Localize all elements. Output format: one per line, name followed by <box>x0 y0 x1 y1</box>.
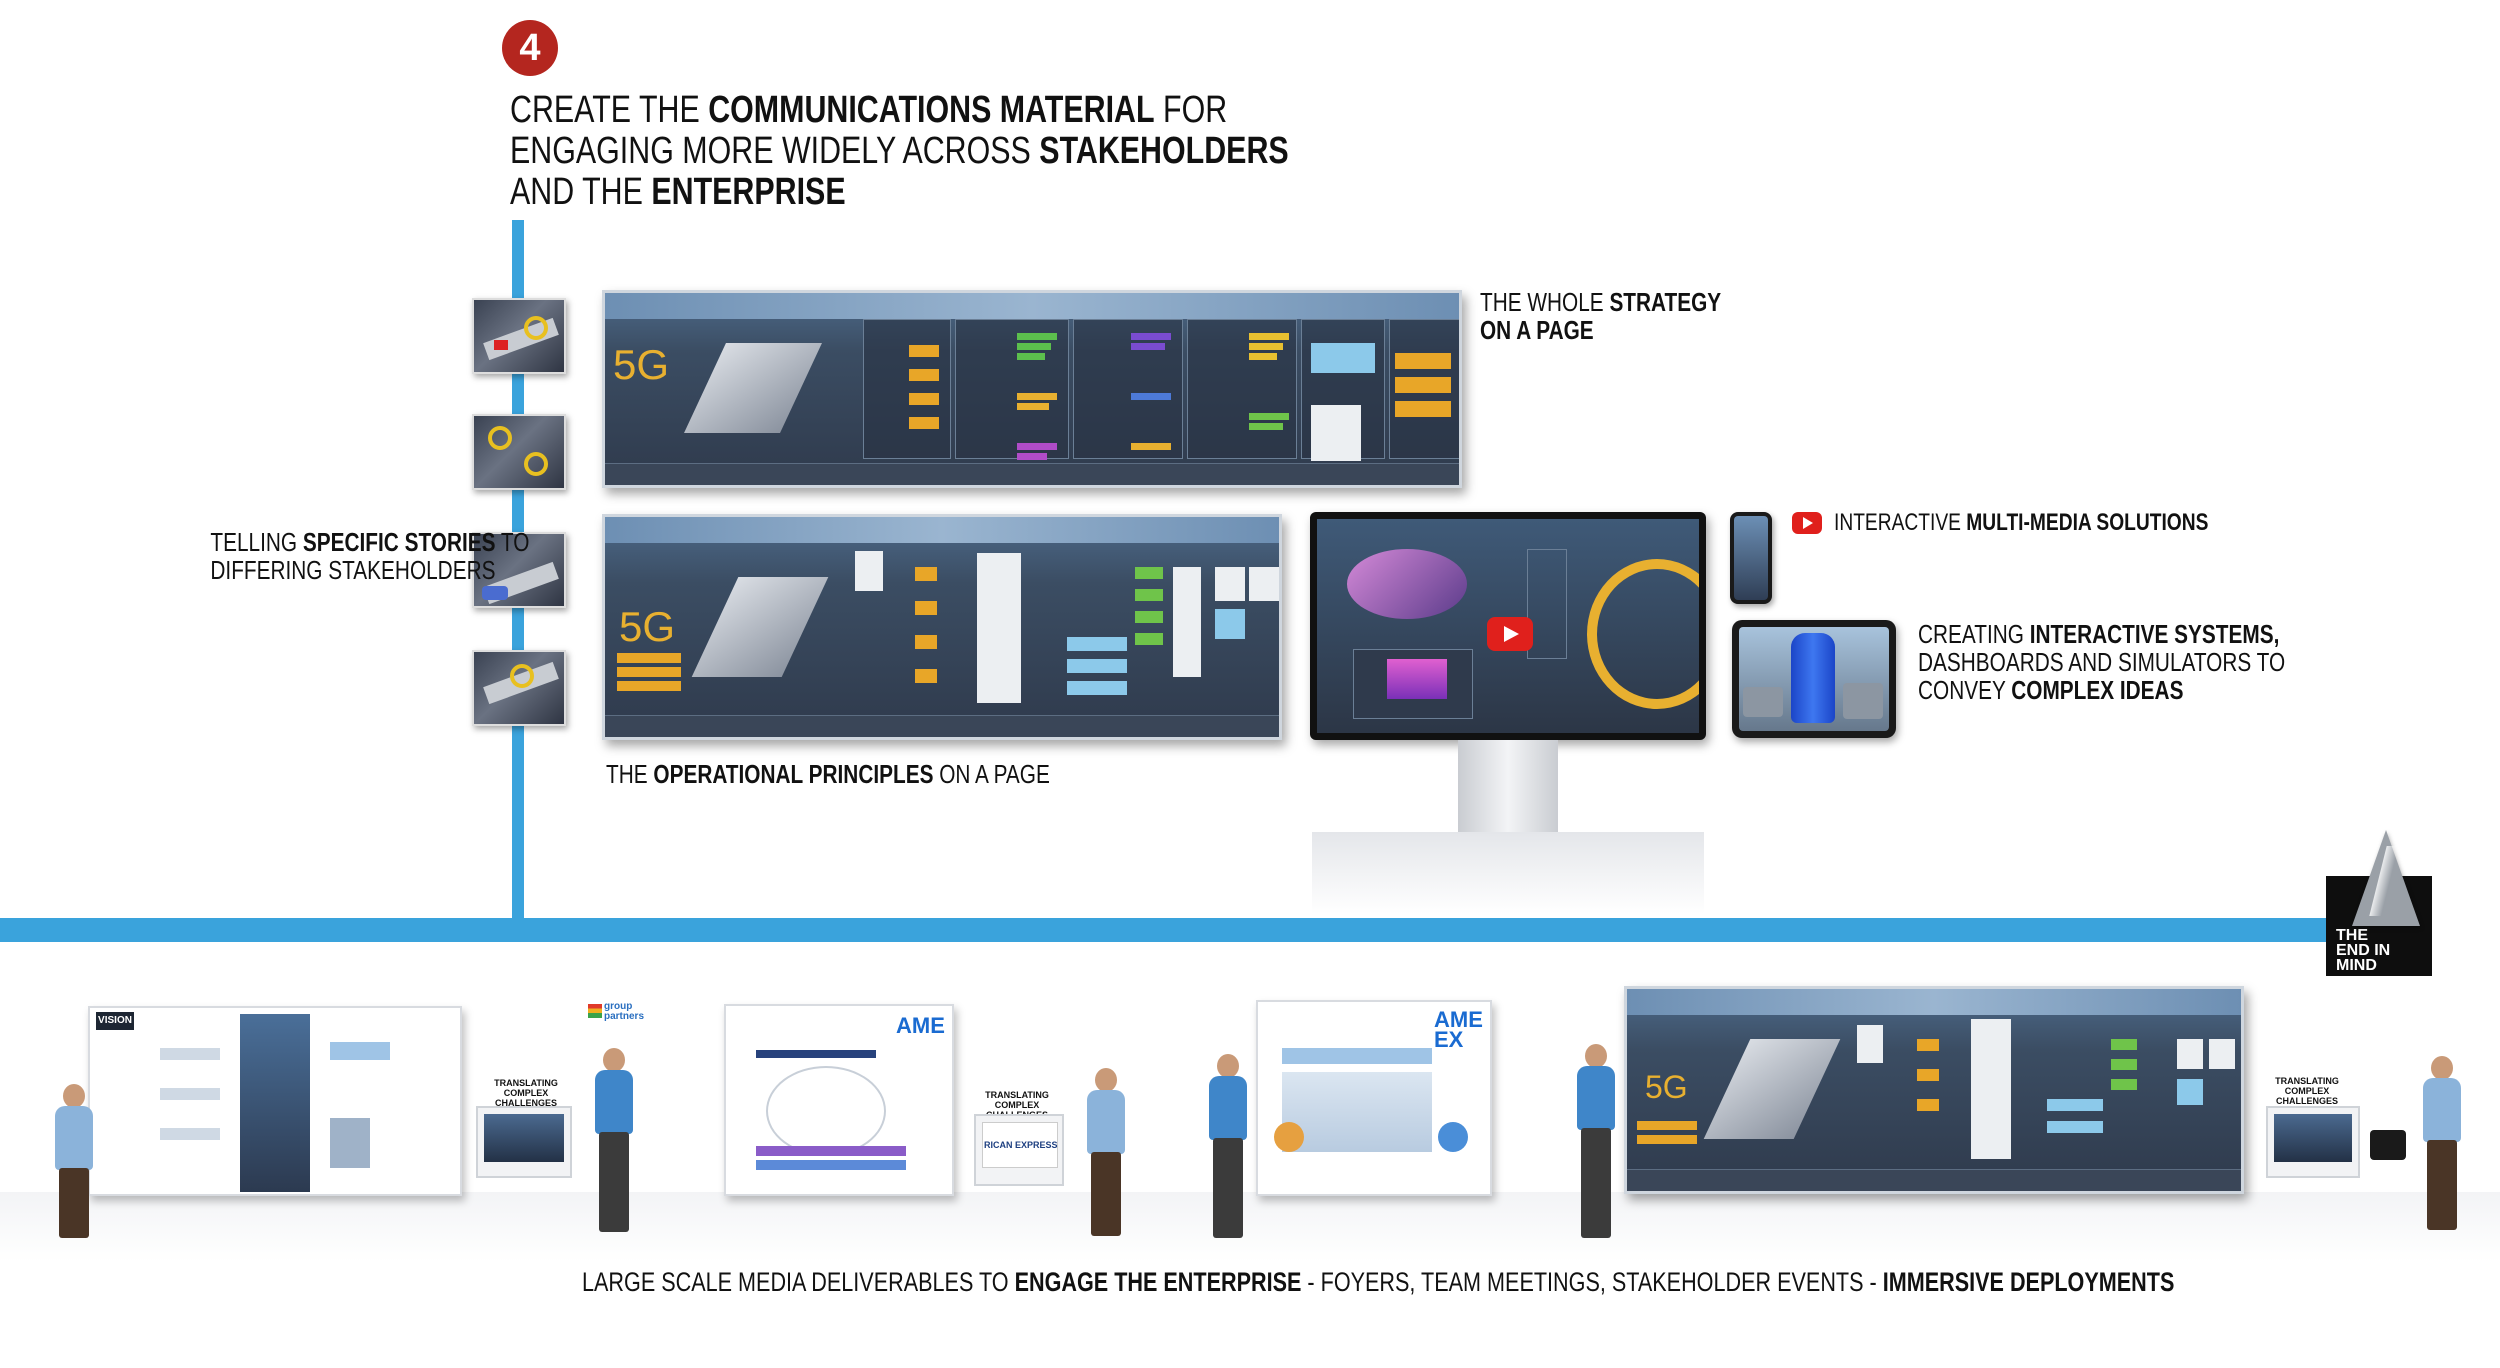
person-standing <box>1208 1054 1248 1244</box>
logo-line3: MIND <box>2336 957 2377 974</box>
footer-caption: LARGE SCALE MEDIA DELIVERABLES TO ENGAGE… <box>582 1267 2500 1297</box>
poster-5g-label: 5G <box>613 341 670 388</box>
monitor-base <box>1312 832 1704 914</box>
story-thumbnail <box>472 298 566 374</box>
stories-caption-b: SPECIFIC STORIES <box>302 527 496 557</box>
systems-caption-line2: DASHBOARDS AND SIMULATORS TO <box>1918 647 2286 678</box>
systems-caption-a: CREATING <box>1918 619 2030 649</box>
person-photographer <box>2422 1056 2462 1236</box>
headline-line1-a: CREATE THE <box>510 89 709 131</box>
footer-c: - FOYERS, TEAM MEETINGS, STAKEHOLDER EVE… <box>1301 1267 1883 1297</box>
headline-line3-b: ENTERPRISE <box>651 171 846 214</box>
group-partners-icon <box>588 1004 602 1018</box>
person-standing <box>594 1048 634 1238</box>
headline-line3-a: AND THE <box>510 171 652 214</box>
footer-b: ENGAGE THE ENTERPRISE <box>1014 1267 1302 1297</box>
step-number-badge: 4 <box>502 20 558 76</box>
story-thumbnail <box>472 414 566 490</box>
operational-caption: THE OPERATIONAL PRINCIPLES ON A PAGE <box>606 760 1161 788</box>
operational-caption-c: ON A PAGE <box>933 759 1050 789</box>
systems-caption-d: COMPLEX IDEAS <box>2011 675 2184 706</box>
strategy-caption-a: THE WHOLE <box>1480 287 1610 317</box>
stories-caption: TELLING SPECIFIC STORIES TO DIFFERING ST… <box>150 527 529 584</box>
person-photographer <box>54 1084 94 1244</box>
amex-band-text: RICAN EXPRESS <box>984 1140 1058 1150</box>
headline: CREATE THE COMMUNICATIONS MATERIAL FOR E… <box>510 89 1289 214</box>
multimedia-caption-a: INTERACTIVE <box>1834 509 1967 536</box>
logo-line1: THE <box>2336 927 2368 944</box>
operational-principles-poster: 5G <box>602 514 1282 740</box>
vision-label: VISION <box>96 1012 134 1030</box>
kiosk-screen <box>2266 1106 2360 1178</box>
poster-5g-label: 5G <box>1645 1069 1688 1105</box>
footer-a: LARGE SCALE MEDIA DELIVERABLES TO <box>582 1267 1015 1297</box>
strategy-caption-b: STRATEGY <box>1609 287 1722 317</box>
strategy-caption: THE WHOLE STRATEGY ON A PAGE <box>1480 288 1781 344</box>
headline-line2-b: STAKEHOLDERS <box>1039 130 1289 173</box>
stories-caption-a: TELLING <box>210 527 303 557</box>
headline-line2-a: ENGAGING MORE WIDELY ACROSS <box>510 130 1040 173</box>
stories-caption-c: TO <box>495 527 530 557</box>
youtube-play-icon[interactable] <box>1487 617 1533 651</box>
systems-caption-c: CONVEY <box>1918 675 2012 706</box>
person-standing <box>1576 1044 1616 1244</box>
operational-caption-a: THE <box>606 759 654 789</box>
footer-d: IMMERSIVE DEPLOYMENTS <box>1882 1267 2175 1297</box>
strategy-on-a-page-poster: 5G <box>602 290 1462 488</box>
video-monitor <box>1310 512 1706 740</box>
systems-caption: CREATING INTERACTIVE SYSTEMS, DASHBOARDS… <box>1918 620 2377 704</box>
tablet-device <box>1732 620 1896 738</box>
story-thumbnail <box>472 532 566 608</box>
headline-line1-b: COMMUNICATIONS MATERIAL <box>708 89 1155 131</box>
headline-line1-c: FOR <box>1154 89 1228 131</box>
amex-logo-a: AME <box>1434 1007 1483 1032</box>
operational-caption-b: OPERATIONAL PRINCIPLES <box>653 759 934 789</box>
amex-logo-b: EX <box>1434 1027 1464 1052</box>
strategy-caption-line2: ON A PAGE <box>1480 315 1594 346</box>
multimedia-caption-b: MULTI-MEDIA SOLUTIONS <box>1966 509 2209 536</box>
kiosk-screen <box>476 1106 572 1178</box>
kiosk-screen: RICAN EXPRESS <box>974 1114 1064 1186</box>
youtube-play-icon <box>1792 512 1822 534</box>
story-thumbnail <box>472 650 566 726</box>
horizontal-timeline-line <box>0 918 2330 942</box>
exhibition-floor <box>0 1192 2500 1262</box>
kiosk-tablet <box>2370 1130 2406 1160</box>
amex-logo-a: AME <box>896 1013 945 1038</box>
multimedia-caption: INTERACTIVE MULTI-MEDIA SOLUTIONS <box>1834 510 2302 536</box>
logo-line2: END IN <box>2336 942 2391 959</box>
person-photographer <box>1086 1068 1126 1238</box>
monitor-stand <box>1458 740 1558 832</box>
large-operational-poster: 5G <box>1624 986 2244 1194</box>
phone-device <box>1730 512 1772 604</box>
group-partners-label: group partners <box>604 1001 645 1022</box>
stories-caption-line2: DIFFERING STAKEHOLDERS <box>210 555 496 586</box>
amex-board-1: AME <box>724 1004 954 1196</box>
poster-5g-label: 5G <box>619 603 676 650</box>
systems-caption-b: INTERACTIVE SYSTEMS, <box>2029 619 2280 649</box>
vision-board: VISION <box>88 1006 462 1196</box>
